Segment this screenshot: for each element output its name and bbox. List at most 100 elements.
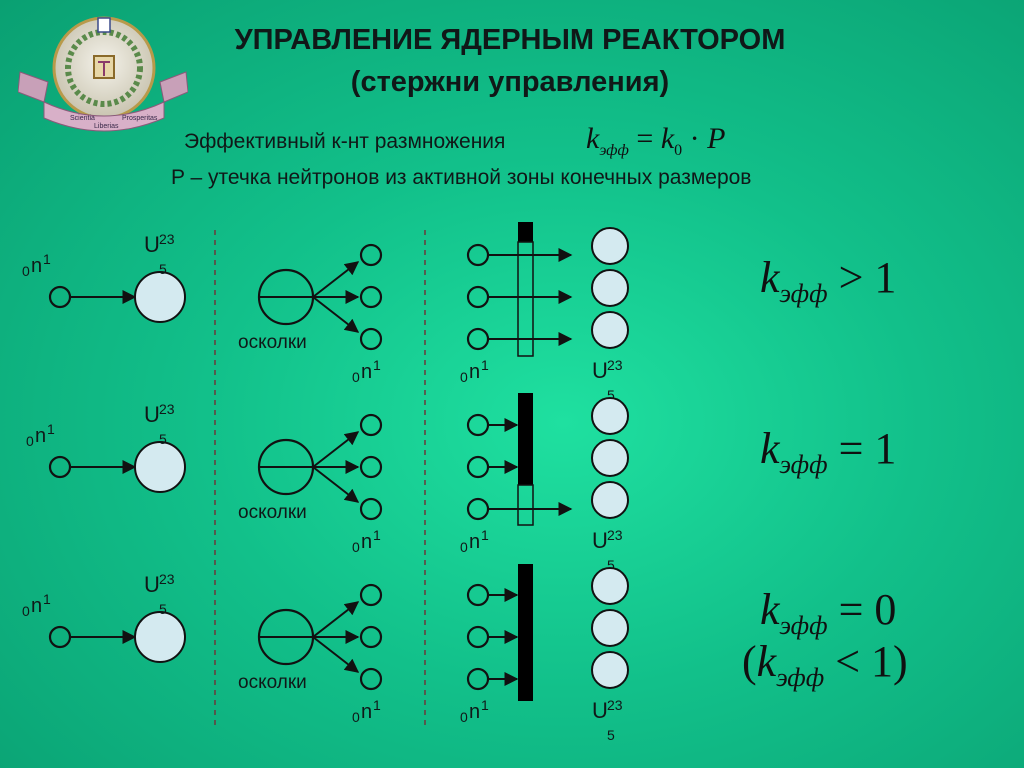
fission-neutron-arrow [312, 636, 360, 673]
target-uranium-nucleus [591, 269, 629, 307]
fission-neutron-arrow [312, 296, 360, 333]
neutron-label-sub: 0 [460, 539, 468, 555]
fission-neutron-arrow [312, 601, 360, 638]
fragments-label: осколки [238, 672, 307, 693]
uranium-nucleus [134, 611, 186, 663]
formula-keff: kэфф = k0 · P [586, 122, 726, 159]
fission-neutron [359, 497, 383, 521]
neutron-label-sub: 0 [22, 603, 30, 619]
fragments-label: осколки [238, 332, 307, 353]
fission-neutron [359, 455, 383, 479]
fission-neutron-arrow [312, 261, 360, 298]
neutron-label-sup: 1 [43, 591, 51, 607]
uranium-label-sub: 5 [607, 727, 615, 743]
source-neutron [466, 243, 490, 267]
neutron-label-symbol: n [35, 425, 46, 447]
target-uranium-nucleus [591, 227, 629, 265]
source-neutron [466, 455, 490, 479]
rod-channel [517, 241, 534, 357]
source-neutron [466, 497, 490, 521]
control-rod [518, 222, 533, 242]
logo-ribbon-center: Liberias [94, 123, 119, 130]
uranium-nucleus [134, 271, 186, 323]
uranium-label-sup: 23 [607, 697, 623, 713]
source-neutron [466, 583, 490, 607]
neutron-label-symbol: n [361, 701, 372, 723]
control-rod [518, 564, 533, 701]
target-uranium-nucleus [591, 481, 629, 519]
target-uranium-nucleus [591, 439, 629, 477]
uranium-label-sup: 23 [159, 401, 175, 417]
incoming-neutron [48, 455, 72, 479]
logo-ribbon-left: Scientia [70, 115, 95, 122]
target-uranium-nucleus [591, 397, 629, 435]
fission-neutron [359, 583, 383, 607]
uranium-label-symbol: U [144, 402, 160, 427]
fission-neutron [359, 625, 383, 649]
neutron-label-sub: 0 [460, 709, 468, 725]
neutron-label-sub: 0 [352, 369, 360, 385]
uranium-label-sub: 5 [607, 557, 615, 573]
neutron-label-sup: 1 [481, 697, 489, 713]
incoming-neutron [48, 625, 72, 649]
source-neutron [466, 413, 490, 437]
neutron-label-sup: 1 [373, 697, 381, 713]
rod-channel [517, 484, 534, 526]
logo-ribbon-right: Prosperitas [122, 115, 158, 122]
formula-caption: Эффективный к-нт размножения [184, 130, 506, 153]
uranium-label-sup: 23 [607, 357, 623, 373]
neutron-label-sup: 1 [43, 251, 51, 267]
slide-subtitle: (стержни управления) [350, 66, 670, 98]
university-logo: Scientia Liberias Prosperitas [17, 10, 189, 145]
fission-neutron-arrow [312, 466, 360, 503]
neutron-label-symbol: n [31, 255, 42, 277]
leakage-text: P – утечка нейтронов из активной зоны ко… [171, 166, 752, 189]
uranium-label-sup: 23 [159, 571, 175, 587]
neutron-label-sub: 0 [460, 369, 468, 385]
slide-title: УПРАВЛЕНИЕ ЯДЕРНЫМ РЕАКТОРОМ [234, 24, 786, 56]
source-neutron [466, 625, 490, 649]
uranium-label-symbol: U [144, 572, 160, 597]
fission-neutron [359, 667, 383, 691]
target-uranium-nucleus [591, 311, 629, 349]
neutron-label-symbol: n [31, 595, 42, 617]
fission-neutron-arrow [312, 431, 360, 468]
uranium-label-sup: 23 [607, 527, 623, 543]
neutron-label-sub: 0 [26, 433, 34, 449]
condition-zero: kэфф = 0 [760, 585, 897, 640]
neutron-label-sub: 0 [22, 263, 30, 279]
target-uranium-nucleus [591, 567, 629, 605]
fission-neutron [359, 413, 383, 437]
neutron-label-symbol: n [361, 361, 372, 383]
condition-critical: kэфф = 1 [760, 424, 897, 479]
neutron-label-symbol: n [469, 531, 480, 553]
condition-subcritical: (kэфф < 1) [742, 637, 908, 692]
neutron-label-sup: 1 [481, 357, 489, 373]
source-neutron [466, 667, 490, 691]
neutron-label-sub: 0 [352, 539, 360, 555]
fission-neutron [359, 285, 383, 309]
uranium-label-symbol: U [592, 528, 608, 553]
neutron-label-symbol: n [361, 531, 372, 553]
condition-supercritical: kэфф > 1 [760, 253, 897, 308]
source-neutron [466, 285, 490, 309]
uranium-label-sub: 5 [159, 431, 167, 447]
neutron-label-sup: 1 [373, 357, 381, 373]
uranium-label-sub: 5 [159, 261, 167, 277]
incoming-neutron [48, 285, 72, 309]
target-uranium-nucleus [591, 651, 629, 689]
fission-neutron [359, 327, 383, 351]
fission-neutron [359, 243, 383, 267]
uranium-label-sub: 5 [159, 601, 167, 617]
uranium-label-sup: 23 [159, 231, 175, 247]
neutron-label-sup: 1 [47, 421, 55, 437]
uranium-label-symbol: U [144, 232, 160, 257]
source-neutron [466, 327, 490, 351]
uranium-label-symbol: U [592, 358, 608, 383]
uranium-label-sub: 5 [607, 387, 615, 403]
neutron-label-symbol: n [469, 361, 480, 383]
target-uranium-nucleus [591, 609, 629, 647]
neutron-label-sub: 0 [352, 709, 360, 725]
neutron-label-symbol: n [469, 701, 480, 723]
